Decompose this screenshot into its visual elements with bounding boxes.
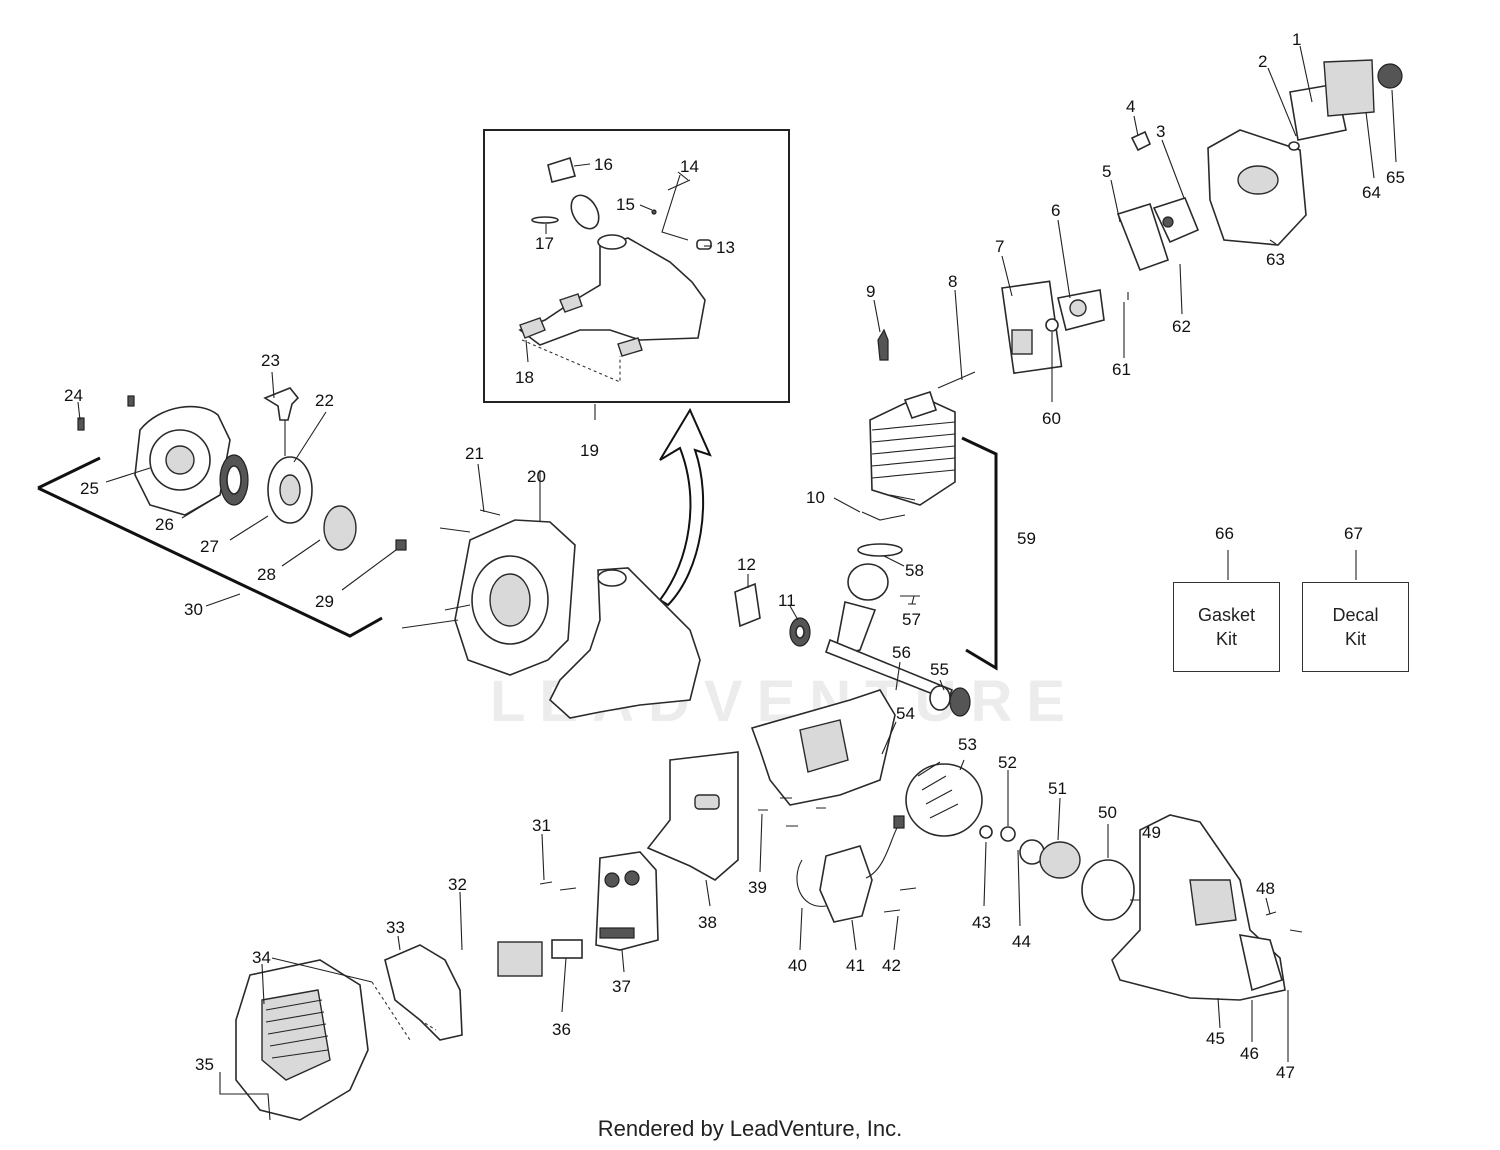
callout-46: 46 <box>1240 1044 1259 1063</box>
callout-6: 6 <box>1051 201 1060 220</box>
callout-22: 22 <box>315 391 334 410</box>
decal-kit-box: Decal Kit <box>1302 582 1409 672</box>
callout-50: 50 <box>1098 803 1117 822</box>
callout-55: 55 <box>930 660 949 679</box>
callout-43: 43 <box>972 913 991 932</box>
crankshaft-drawing <box>734 543 971 717</box>
callout-40: 40 <box>788 956 807 975</box>
callout-35: 35 <box>195 1055 214 1074</box>
arrow-icon <box>658 407 712 607</box>
callout-2: 2 <box>1258 52 1267 71</box>
callout-24: 24 <box>64 386 83 405</box>
callout-30: 30 <box>184 600 203 619</box>
callout-45: 45 <box>1206 1029 1225 1048</box>
callout-64: 64 <box>1362 183 1381 202</box>
callout-34: 34 <box>252 948 271 967</box>
callout-31: 31 <box>532 816 551 835</box>
muffler-drawing <box>497 751 739 977</box>
callout-25: 25 <box>80 479 99 498</box>
starter-housing-drawing <box>77 387 407 551</box>
gasket-kit-label-line2: Kit <box>1215 629 1237 649</box>
callout-17: 17 <box>535 234 554 253</box>
clutch-housing-drawing <box>1111 814 1303 1001</box>
callout-29: 29 <box>315 592 334 611</box>
fuel-tank-inset-box <box>483 129 790 403</box>
kit-67-number: 67 <box>1344 524 1363 543</box>
callout-56: 56 <box>892 643 911 662</box>
crankcase-drawing <box>750 689 896 827</box>
engine-cover-drawing <box>235 944 463 1121</box>
callout-5: 5 <box>1102 162 1111 181</box>
kit-66-number: 66 <box>1215 524 1234 543</box>
callout-61: 61 <box>1112 360 1131 379</box>
callout-9: 9 <box>866 282 875 301</box>
gasket-kit-label-line1: Gasket <box>1197 605 1256 625</box>
callout-62: 62 <box>1172 317 1191 336</box>
engine-housing-drawing <box>401 509 576 676</box>
callout-36: 36 <box>552 1020 571 1039</box>
callout-51: 51 <box>1048 779 1067 798</box>
callout-20: 20 <box>527 467 546 486</box>
cylinder-bracket <box>961 436 998 671</box>
callout-26: 26 <box>155 515 174 534</box>
callout-63: 63 <box>1266 250 1285 269</box>
callout-28: 28 <box>257 565 276 584</box>
decal-kit-label-line2: Kit <box>1344 629 1366 649</box>
callout-44: 44 <box>1012 932 1031 951</box>
callout-49: 49 <box>1142 823 1161 842</box>
callout-12: 12 <box>737 555 756 574</box>
callout-32: 32 <box>448 875 467 894</box>
callout-54: 54 <box>896 704 915 723</box>
callout-48: 48 <box>1256 879 1275 898</box>
callout-18: 18 <box>515 368 534 387</box>
callout-27: 27 <box>200 537 219 556</box>
callout-38: 38 <box>698 913 717 932</box>
callout-15: 15 <box>616 195 635 214</box>
callout-58: 58 <box>905 561 924 580</box>
callout-52: 52 <box>998 753 1017 772</box>
ignition-module-drawing <box>796 815 917 923</box>
fuel-tank-inset-parts <box>518 156 712 383</box>
callout-65: 65 <box>1386 168 1405 187</box>
fuel-tank-drawing <box>549 567 701 719</box>
callout-47: 47 <box>1276 1063 1295 1082</box>
callout-37: 37 <box>612 977 631 996</box>
callout-8: 8 <box>948 272 957 291</box>
callout-23: 23 <box>261 351 280 370</box>
callout-3: 3 <box>1156 122 1165 141</box>
callout-39: 39 <box>748 878 767 897</box>
callout-11: 11 <box>778 591 796 610</box>
callout-60: 60 <box>1042 409 1061 428</box>
callout-21: 21 <box>465 444 484 463</box>
callout-57: 57 <box>902 610 921 629</box>
callout-59: 59 <box>1017 529 1036 548</box>
callout-1: 1 <box>1292 30 1301 49</box>
callout-16: 16 <box>594 155 613 174</box>
callout-10: 10 <box>806 488 825 507</box>
callout-14: 14 <box>680 157 699 176</box>
decal-kit-label-line1: Decal <box>1332 605 1379 625</box>
callout-42: 42 <box>882 956 901 975</box>
callout-53: 53 <box>958 735 977 754</box>
starter-bracket <box>37 456 383 638</box>
callout-4: 4 <box>1126 97 1135 116</box>
footer-credit: Rendered by LeadVenture, Inc. <box>597 1116 903 1141</box>
leader-lines <box>77 45 1397 1121</box>
callout-33: 33 <box>386 918 405 937</box>
cylinder-drawing <box>861 59 1403 521</box>
gasket-kit-box: Gasket Kit <box>1173 582 1280 672</box>
callout-numbers: 1 2 3 4 5 6 7 8 9 10 11 12 13 14 15 16 1… <box>64 30 1405 1082</box>
flywheel-drawing <box>905 761 1148 921</box>
callout-41: 41 <box>846 956 865 975</box>
callout-13: 13 <box>716 238 735 257</box>
callout-19: 19 <box>580 441 599 460</box>
callout-7: 7 <box>995 237 1004 256</box>
